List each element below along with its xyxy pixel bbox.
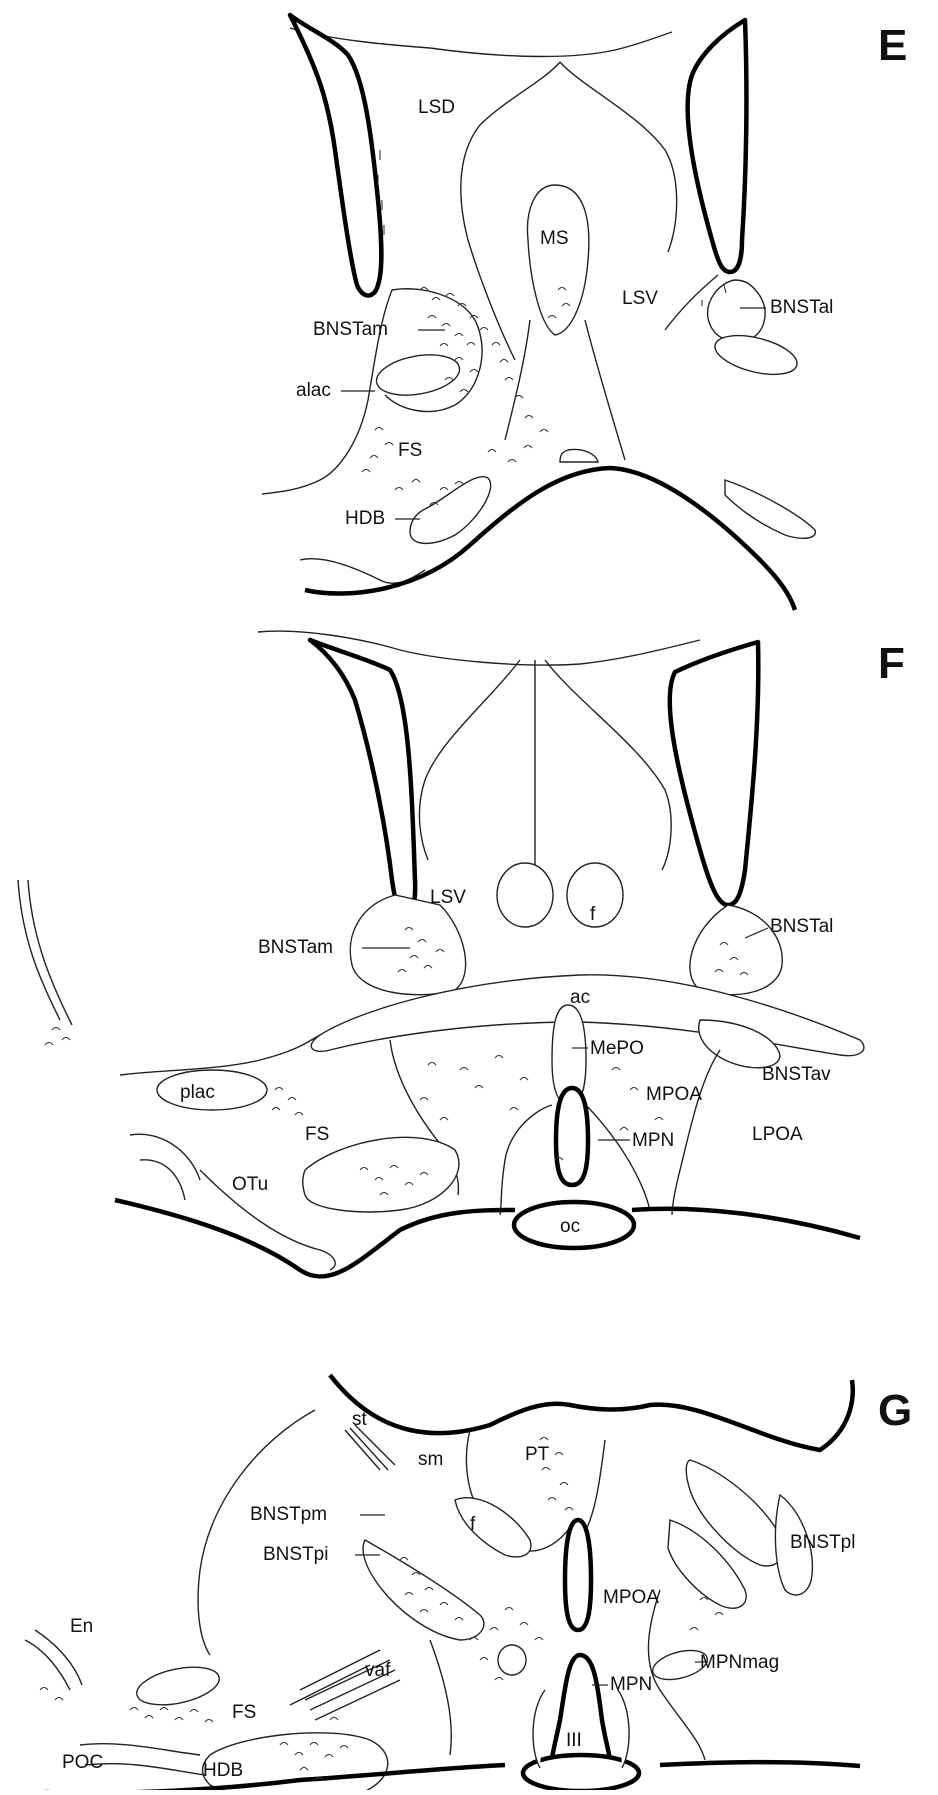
label-hdb: HDB (203, 1760, 243, 1781)
label-bnstpi: BNSTpi (263, 1544, 328, 1565)
label-oc: oc (560, 1216, 580, 1237)
label-bnstal: BNSTal (770, 297, 833, 318)
label-lsd: LSD (418, 97, 455, 118)
label-bnstpl: BNSTpl (790, 1532, 855, 1553)
label-st: st (352, 1409, 368, 1430)
panel-f-left-ventricle (310, 640, 415, 915)
panel-f-third-ventricle (556, 1088, 588, 1185)
label-fs: FS (232, 1702, 256, 1723)
panel-e-alac-ellipse (373, 349, 462, 401)
label-vaf: vaf (365, 1660, 391, 1681)
label-ms: MS (540, 228, 569, 249)
label-fs: FS (305, 1124, 329, 1145)
panel-g-en-curves (25, 1630, 82, 1690)
panel-e-lateral-oval (725, 480, 815, 538)
panel-e-left-ventricle (290, 15, 381, 296)
panel-letter-e: E (878, 21, 907, 70)
label-mepo: MePO (590, 1038, 644, 1059)
panel-f-right-ventricle (670, 642, 759, 905)
panel-g-bnstpi-band (363, 1540, 484, 1640)
label-bnstam: BNSTam (313, 319, 388, 340)
label-fornix: f (590, 904, 596, 925)
panel-e-right-ventricle (688, 20, 747, 272)
label-pt: PT (525, 1444, 550, 1465)
panel-f-bnstam-lobe (350, 895, 465, 995)
label-lsv: LSV (430, 887, 466, 908)
label-sm: sm (418, 1449, 443, 1470)
panel-g-st-fibers (345, 1425, 395, 1470)
panel-f: F (18, 631, 905, 1276)
panel-f-lpoa-boundary (672, 1050, 720, 1215)
panel-g-ventral-outline (45, 1762, 860, 1790)
panel-f-otu-nucleus (303, 1137, 459, 1211)
label-lpoa: LPOA (752, 1124, 803, 1145)
panel-e-ventral-tract (300, 559, 425, 584)
label-ac: ac (570, 987, 590, 1008)
label-bnstav: BNSTav (762, 1064, 831, 1085)
panel-e-midline-right (585, 320, 625, 460)
panel-f-far-left-curves (18, 880, 72, 1025)
panel-e-ventral-outline (305, 468, 795, 610)
panel-letter-g: G (878, 1386, 912, 1435)
panel-e-bnstal-nucleus (708, 280, 766, 342)
label-hdb: HDB (345, 508, 385, 529)
panel-f-lateral-tracts (130, 1134, 200, 1200)
label-mpoa: MPOA (646, 1084, 702, 1105)
panel-e: E (262, 15, 907, 610)
panel-f-mpoa-left (500, 1105, 552, 1215)
panel-g-boundary-1 (430, 1640, 451, 1755)
label-bnstpm: BNSTpm (250, 1504, 327, 1525)
panel-g-fornix (455, 1498, 531, 1557)
panel-g-third-ventricle-upper (565, 1520, 591, 1630)
label-plac: plac (180, 1082, 215, 1103)
label-mpn: MPN (632, 1130, 674, 1151)
label-mpoa: MPOA (603, 1587, 659, 1608)
panel-g-fs-oval (133, 1661, 222, 1712)
panel-g-dorsal-outline (330, 1375, 853, 1450)
panel-e-hdb-nucleus (410, 477, 491, 544)
panel-g-left-arc (198, 1410, 315, 1655)
panel-e-ms-nucleus (527, 185, 588, 335)
label-lsv: LSV (622, 288, 658, 309)
label-fornix: f (470, 1514, 476, 1535)
label-fs: FS (398, 440, 422, 461)
panel-letter-f: F (878, 639, 905, 688)
panel-f-septal-right (545, 660, 671, 870)
panel-f-left-outline (120, 1035, 320, 1075)
label-mpnmag: MPNmag (700, 1652, 779, 1673)
panel-g-small-circle (498, 1645, 526, 1675)
panel-g-third-ventricle-lower (552, 1655, 611, 1770)
panel-f-bnstal-lobe (690, 905, 782, 995)
panel-f-fornix-left (497, 863, 553, 927)
panel-g: G (25, 1375, 912, 1790)
panel-e-small-oval (560, 450, 598, 463)
label-en: En (70, 1616, 93, 1637)
panel-f-mpoa-right (586, 1105, 650, 1210)
label-alac: alac (296, 380, 331, 401)
label-mpn: MPN (610, 1674, 652, 1695)
panel-f-ventral-outline (115, 1200, 860, 1276)
label-otu: OTu (232, 1174, 268, 1195)
panel-e-midline-left (505, 320, 530, 440)
label-bnstam: BNSTam (258, 937, 333, 958)
label-poc: POC (62, 1752, 103, 1773)
panel-f-septal-left (419, 660, 520, 860)
label-iii: III (566, 1730, 582, 1751)
label-bnstal: BNSTal (770, 916, 833, 937)
